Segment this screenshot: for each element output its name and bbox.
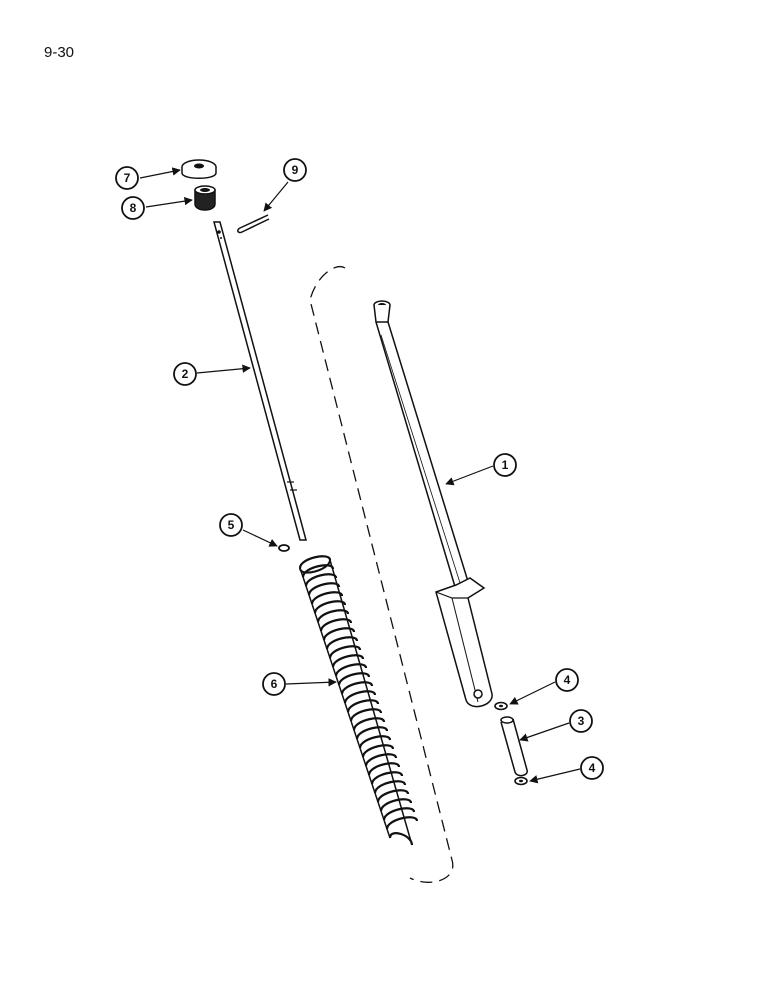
- part-shaft: [373, 300, 493, 708]
- callout-7: 7: [115, 166, 139, 190]
- page-number: 9-30: [44, 44, 75, 61]
- svg-text:1: 1: [502, 458, 509, 472]
- callout-1: 1: [493, 453, 517, 477]
- svg-text:2: 2: [182, 367, 189, 381]
- part-ring: [278, 544, 290, 552]
- part-pin: [500, 716, 528, 777]
- callout-9: 9: [283, 158, 307, 182]
- part-bushing: [194, 185, 216, 211]
- callout-2: 2: [173, 362, 197, 386]
- callout-5: 5: [219, 513, 243, 537]
- svg-text:4: 4: [589, 761, 596, 775]
- part-washer-lower: [514, 776, 528, 786]
- part-cotter-pin: [237, 214, 270, 234]
- svg-text:8: 8: [130, 201, 137, 215]
- svg-text:6: 6: [271, 677, 278, 691]
- part-rod: [213, 221, 307, 541]
- part-spring: [298, 555, 419, 846]
- svg-text:3: 3: [578, 714, 585, 728]
- svg-text:7: 7: [124, 171, 131, 185]
- part-washer-upper: [494, 701, 508, 711]
- assembly-group-outline: [309, 266, 454, 883]
- callout-6: 6: [262, 672, 286, 696]
- callout-4-lower: 4: [580, 756, 604, 780]
- callout-3: 3: [569, 709, 593, 733]
- callout-8: 8: [121, 196, 145, 220]
- part-cap: [181, 159, 217, 179]
- spring-coils: [298, 555, 419, 846]
- shaft-bracket: [435, 577, 493, 708]
- callout-4-upper: 4: [555, 668, 579, 692]
- svg-text:9: 9: [292, 163, 299, 177]
- leader-lines: [139, 167, 581, 784]
- svg-text:5: 5: [228, 518, 235, 532]
- svg-text:4: 4: [564, 673, 571, 687]
